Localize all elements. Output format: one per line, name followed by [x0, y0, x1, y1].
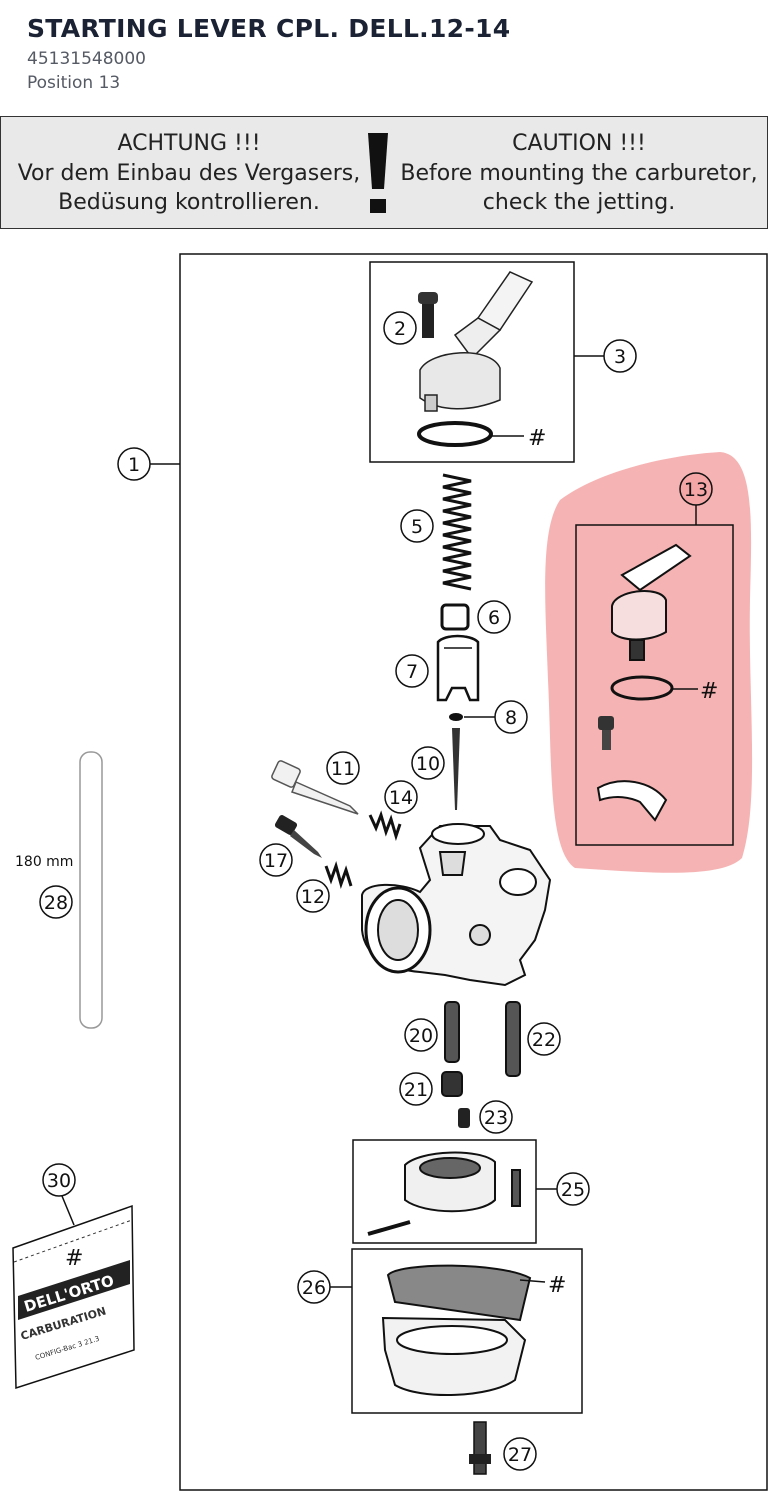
- callout-13[interactable]: 13: [679, 472, 713, 506]
- callout-10[interactable]: 10: [411, 746, 445, 780]
- callout-30-label: 30: [47, 1170, 71, 1192]
- screw-part-17: [274, 815, 322, 858]
- cap-part-6: [440, 603, 470, 631]
- callout-1[interactable]: 1: [117, 447, 151, 481]
- callout-27-label: 27: [508, 1444, 532, 1466]
- caution-english-line1: CAUTION !!!: [512, 131, 646, 156]
- spring-part-5: [442, 473, 472, 591]
- callout-28[interactable]: 28: [39, 885, 73, 919]
- callout-10-label: 10: [416, 753, 440, 775]
- lever-bracket: [596, 780, 668, 822]
- lever-screw: [598, 716, 614, 750]
- callout-17-label: 17: [264, 850, 288, 872]
- box-13: [575, 524, 734, 846]
- jet-part-21: [441, 1071, 463, 1097]
- callout-25-label: 25: [561, 1179, 585, 1201]
- callout-30[interactable]: 30: [42, 1163, 76, 1197]
- caution-german-line3: Bedüsung kontrollieren.: [58, 190, 320, 215]
- callout-5[interactable]: 5: [400, 509, 434, 543]
- position-label: Position 13: [27, 73, 121, 93]
- caution-banner: ACHTUNG !!! Vor dem Einbau des Vergasers…: [0, 116, 768, 229]
- hash-mark-26: #: [548, 1273, 566, 1298]
- callout-8-label: 8: [505, 707, 517, 729]
- hash-mark-13: #: [700, 679, 718, 704]
- needle-part-10: [452, 728, 460, 810]
- jet-part-20: [444, 1001, 460, 1063]
- slide-part-7: [436, 634, 480, 702]
- callout-20[interactable]: 20: [404, 1018, 438, 1052]
- caution-german: ACHTUNG !!! Vor dem Einbau des Vergasers…: [1, 129, 377, 218]
- caution-english-line3: check the jetting.: [482, 190, 676, 215]
- callout-27[interactable]: 27: [503, 1437, 537, 1471]
- callout-13-label: 13: [684, 479, 708, 501]
- page-title: STARTING LEVER CPL. DELL.12-14: [27, 14, 511, 43]
- jet-part-23: [458, 1108, 470, 1128]
- o-ring-seal: [417, 421, 493, 447]
- callout-26-label: 26: [302, 1277, 326, 1299]
- part-number: 45131548000: [27, 49, 146, 69]
- callout-22[interactable]: 22: [527, 1022, 561, 1056]
- tube-length-label: 180 mm: [15, 854, 73, 870]
- callout-6-label: 6: [488, 607, 500, 629]
- float-bowl-part-26: [381, 1264, 532, 1396]
- callout-11[interactable]: 11: [326, 751, 360, 785]
- caution-german-line1: ACHTUNG !!!: [117, 131, 261, 156]
- callout-14-label: 14: [389, 787, 413, 809]
- callout-3[interactable]: 3: [603, 339, 637, 373]
- caution-english-line2: Before mounting the carburetor,: [400, 160, 758, 186]
- callout-26[interactable]: 26: [297, 1270, 331, 1304]
- callout-12[interactable]: 12: [296, 879, 330, 913]
- screw-part-2: [418, 292, 438, 338]
- callout-1-label: 1: [128, 454, 140, 476]
- callout-28-label: 28: [44, 892, 68, 914]
- hash-mark-3: #: [528, 426, 546, 451]
- spring-part-14: [368, 810, 402, 842]
- idle-screw-part-11: [271, 760, 359, 815]
- lever-drawing: [419, 271, 534, 412]
- clip-part-8: [449, 713, 463, 721]
- jet-part-22: [505, 1001, 521, 1077]
- callout-12-label: 12: [301, 886, 325, 908]
- callout-23-label: 23: [484, 1107, 508, 1129]
- jet-kit-bag: # DELL'ORTO CARBURATION CONFIG-Bac 3 21.…: [12, 1204, 135, 1390]
- starting-lever-part-13: [611, 543, 692, 661]
- callout-8[interactable]: 8: [494, 700, 528, 734]
- assembly-frame: [179, 253, 768, 1491]
- callout-2[interactable]: 2: [383, 311, 417, 345]
- callout-6[interactable]: 6: [477, 600, 511, 634]
- callout-21[interactable]: 21: [399, 1072, 433, 1106]
- callout-11-label: 11: [331, 758, 355, 780]
- callout-20-label: 20: [409, 1025, 433, 1047]
- spring-part-12: [324, 861, 353, 889]
- callout-21-label: 21: [404, 1079, 428, 1101]
- callout-2-label: 2: [394, 318, 406, 340]
- tube-part-28: [79, 751, 103, 1029]
- callout-14[interactable]: 14: [384, 780, 418, 814]
- bolt-part-27: [469, 1421, 491, 1475]
- caution-english: CAUTION !!! Before mounting the carburet…: [393, 129, 765, 218]
- callout-7-label: 7: [406, 661, 418, 683]
- carburetor-body: [361, 823, 552, 987]
- float-part-25: [367, 1151, 521, 1236]
- lever-o-ring: [610, 675, 674, 701]
- position-13-highlight: [545, 452, 753, 873]
- caution-german-line2: Vor dem Einbau des Vergasers,: [17, 160, 361, 186]
- hash-mark-30: #: [65, 1246, 83, 1271]
- callout-22-label: 22: [532, 1029, 556, 1051]
- callout-5-label: 5: [411, 516, 423, 538]
- callout-3-label: 3: [614, 346, 626, 368]
- callout-17[interactable]: 17: [259, 843, 293, 877]
- callout-7[interactable]: 7: [395, 654, 429, 688]
- callout-23[interactable]: 23: [479, 1100, 513, 1134]
- exclamation-icon: [368, 133, 388, 213]
- callout-25[interactable]: 25: [556, 1172, 590, 1206]
